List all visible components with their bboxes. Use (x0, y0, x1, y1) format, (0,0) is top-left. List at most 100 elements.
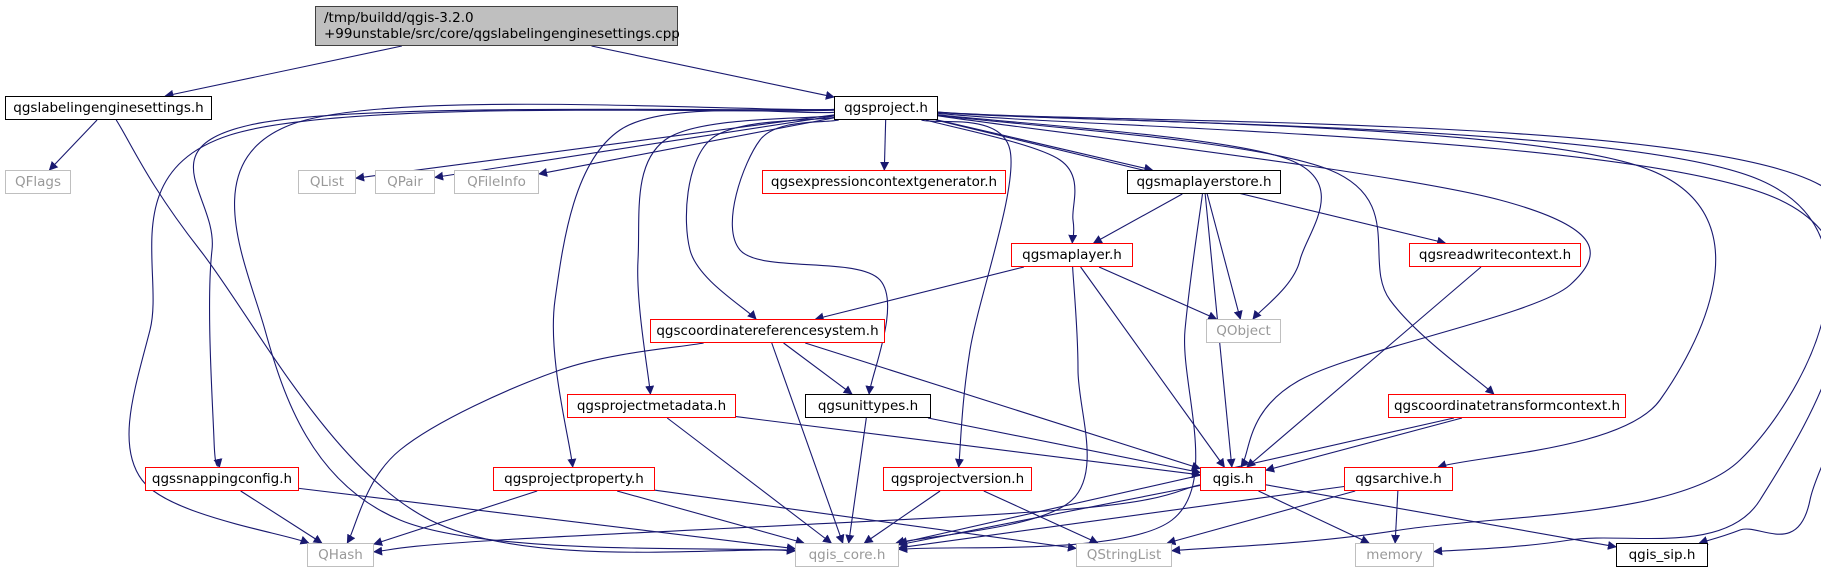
edge-qgscoordinatereferencesystem_h-to-qgis_h (805, 342, 1201, 471)
node-label: qgsreadwritecontext.h (1418, 247, 1572, 263)
edge-qgsprojectmetadata_h-to-qgis_h (735, 416, 1201, 479)
node-qgis-h[interactable]: qgis.h (1200, 467, 1266, 491)
node-label: QFileInfo (467, 174, 526, 190)
node-label: QFlags (14, 174, 62, 190)
edge-qgslabelingenginesettings_h-to-QFlags (48, 119, 98, 171)
node-label: qgis_sip.h (1628, 547, 1696, 563)
root-file-label-line2: +99unstable/src/core/qgslabelingenginese… (324, 26, 680, 42)
node-label: qgis_core.h (808, 547, 886, 563)
node-qgsreadwritecontext-h[interactable]: qgsreadwritecontext.h (1409, 243, 1581, 267)
node-label: QObject (1216, 323, 1271, 339)
node-label: qgsexpressioncontextgenerator.h (770, 174, 998, 190)
node-label: qgsarchive.h (1355, 471, 1442, 487)
node-qfileinfo: QFileInfo (454, 170, 539, 194)
edge-qgsproject_h-to-qgis_h (937, 115, 1591, 468)
node-qgssnappingconfig-h[interactable]: qgssnappingconfig.h (145, 467, 299, 491)
edge-qgis_h-to-qgis_sip_h (1265, 484, 1617, 550)
node-qgsprojectmetadata-h[interactable]: qgsprojectmetadata.h (567, 394, 736, 418)
edge-qgsprojectproperty_h-to-qgis_core_h (616, 490, 805, 546)
edge-qgsproject_h-to-qgssnappingconfig_h (192, 108, 835, 468)
edge-qgsproject_h-to-QFileInfo (538, 117, 835, 177)
node-qgis-sip-h[interactable]: qgis_sip.h (1616, 543, 1708, 567)
node-label: QHash (318, 547, 363, 563)
node-label: QStringList (1086, 547, 1162, 563)
edge-qgsmaplayer_h-to-qgis_core_h (895, 266, 1088, 546)
edge-qgscoordinatetransformcontext_h-to-qgis_core_h (898, 417, 1454, 546)
node-qgsunittypes-h[interactable]: qgsunittypes.h (805, 394, 931, 418)
edge-qgis_h-to-qgis_core_h (898, 484, 1201, 548)
node-label: qgsproject.h (844, 100, 928, 116)
edge-qgsproject_h-to-qgsexpressioncontextgenerator_h (880, 119, 890, 171)
root-file-label-line1: /tmp/buildd/qgis-3.2.0 (324, 10, 474, 26)
edge-qgssnappingconfig_h-to-QHash (240, 490, 323, 544)
edge-qgsproject_h-to-qgsmaplayer_h (925, 119, 1078, 244)
edge-qgsproject_h-to-qgsprojectmetadata_h (637, 114, 835, 395)
node-qgscoordinatetransformcontext-h[interactable]: qgscoordinatetransformcontext.h (1388, 394, 1626, 418)
edge-qgsproject_h-to-QList (355, 114, 835, 182)
node-label: qgsprojectproperty.h (504, 471, 644, 487)
edge-root-to-qgsproject_h (591, 45, 835, 100)
node-root-file: /tmp/buildd/qgis-3.2.0 +99unstable/src/c… (315, 6, 680, 46)
node-qobject: QObject (1206, 319, 1281, 343)
node-label: qgis.h (1212, 471, 1254, 487)
edge-qgsunittypes_h-to-qgis_core_h (845, 417, 867, 544)
edge-qgsproject_h-to-qgscoordinatereferencesystem_h (685, 116, 835, 320)
edge-qgsmaplayer_h-to-qgis_h (1080, 266, 1225, 468)
node-label: qgslabelingenginesettings.h (13, 100, 204, 116)
node-qgscoordinatereferencesystem-h[interactable]: qgscoordinatereferencesystem.h (650, 319, 885, 343)
edge-qgsproject_h-to-qgsprojectversion_h (921, 119, 1012, 468)
edge-qgsprojectversion_h-to-qgis_core_h (863, 490, 941, 544)
edge-qgsarchive_h-to-QStringList (1166, 490, 1356, 546)
edge-qgsproject_h-to-QHash (128, 109, 835, 545)
edge-qgsproject_h-to-qgsunittypes_h (731, 119, 889, 395)
node-qgsexpressioncontextgenerator-h[interactable]: qgsexpressioncontextgenerator.h (762, 170, 1006, 194)
edge-qgscoordinatereferencesystem_h-to-qgsunittypes_h (783, 342, 853, 395)
edge-qgsprojectproperty_h-to-QStringList (654, 489, 1077, 552)
node-qgsproject-h[interactable]: qgsproject.h (834, 96, 938, 120)
node-qpair: QPair (375, 170, 435, 194)
edge-qgsarchive_h-to-memory (1391, 490, 1401, 544)
node-qstringlist: QStringList (1076, 543, 1172, 567)
node-qgis-core-h: qgis_core.h (795, 543, 899, 567)
node-label: QPair (387, 174, 423, 190)
edge-qgsproject_h-to-qgscoordinatetransformcontext_h (937, 114, 1495, 395)
edge-qgsproject_h-to-QStringList (937, 111, 1821, 555)
edge-qgis_h-to-memory (1258, 490, 1370, 544)
edge-qgsmaplayer_h-to-qgscoordinatereferencesystem_h (814, 266, 1025, 322)
edge-qgsproject_h-to-QPair (434, 115, 835, 181)
node-label: qgsmaplayer.h (1022, 247, 1122, 263)
node-qgsprojectproperty-h[interactable]: qgsprojectproperty.h (493, 467, 655, 491)
node-qgsmaplayerstore-h[interactable]: qgsmaplayerstore.h (1127, 170, 1281, 194)
edge-qgsproject_h-to-qgsmaplayerstore_h (937, 119, 1154, 173)
edge-qgscoordinatereferencesystem_h-to-QHash (346, 342, 704, 544)
node-label: QList (309, 174, 345, 190)
edge-qgsmaplayer_h-to-QObject (1098, 266, 1218, 320)
node-label: qgsprojectmetadata.h (576, 398, 727, 414)
node-label: qgscoordinatereferencesystem.h (656, 323, 879, 339)
edge-root-to-qgslabelingenginesettings_h (164, 45, 402, 99)
edge-qgsproject_h-to-QObject (937, 114, 1322, 320)
edge-qgsprojectproperty_h-to-QHash (373, 490, 538, 546)
node-label: qgsprojectversion.h (890, 471, 1025, 487)
node-label: qgscoordinatetransformcontext.h (1393, 398, 1621, 414)
node-qgsarchive-h[interactable]: qgsarchive.h (1344, 467, 1453, 491)
edge-qgsunittypes_h-to-qgis_h (927, 417, 1201, 476)
node-qgsmaplayer-h[interactable]: qgsmaplayer.h (1011, 243, 1133, 267)
node-memory: memory (1355, 543, 1434, 567)
node-qgsprojectversion-h[interactable]: qgsprojectversion.h (883, 467, 1032, 491)
node-qflags: QFlags (5, 170, 71, 194)
edge-qgsprojectmetadata_h-to-qgis_core_h (666, 417, 832, 544)
edge-qgssnappingconfig_h-to-qgis_core_h (298, 487, 796, 553)
edge-qgsmaplayerstore_h-to-QObject (1206, 193, 1243, 320)
edge-qgis_h-to-QHash (373, 484, 1201, 556)
edge-qgsproject_h-to-memory (937, 112, 1821, 556)
dependency-edges (48, 45, 1821, 556)
node-label: qgsmaplayerstore.h (1136, 174, 1272, 190)
node-qlist: QList (298, 170, 356, 194)
edge-qgscoordinatereferencesystem_h-to-qgis_core_h (771, 342, 845, 544)
edge-qgsarchive_h-to-qgis_core_h (898, 485, 1345, 552)
edge-qgsmaplayerstore_h-to-qgsmaplayer_h (1092, 193, 1183, 244)
edge-qgsproject_h-to-qgis_sip_h (937, 111, 1821, 545)
node-qgslabelingenginesettings-h[interactable]: qgslabelingenginesettings.h (5, 96, 212, 120)
